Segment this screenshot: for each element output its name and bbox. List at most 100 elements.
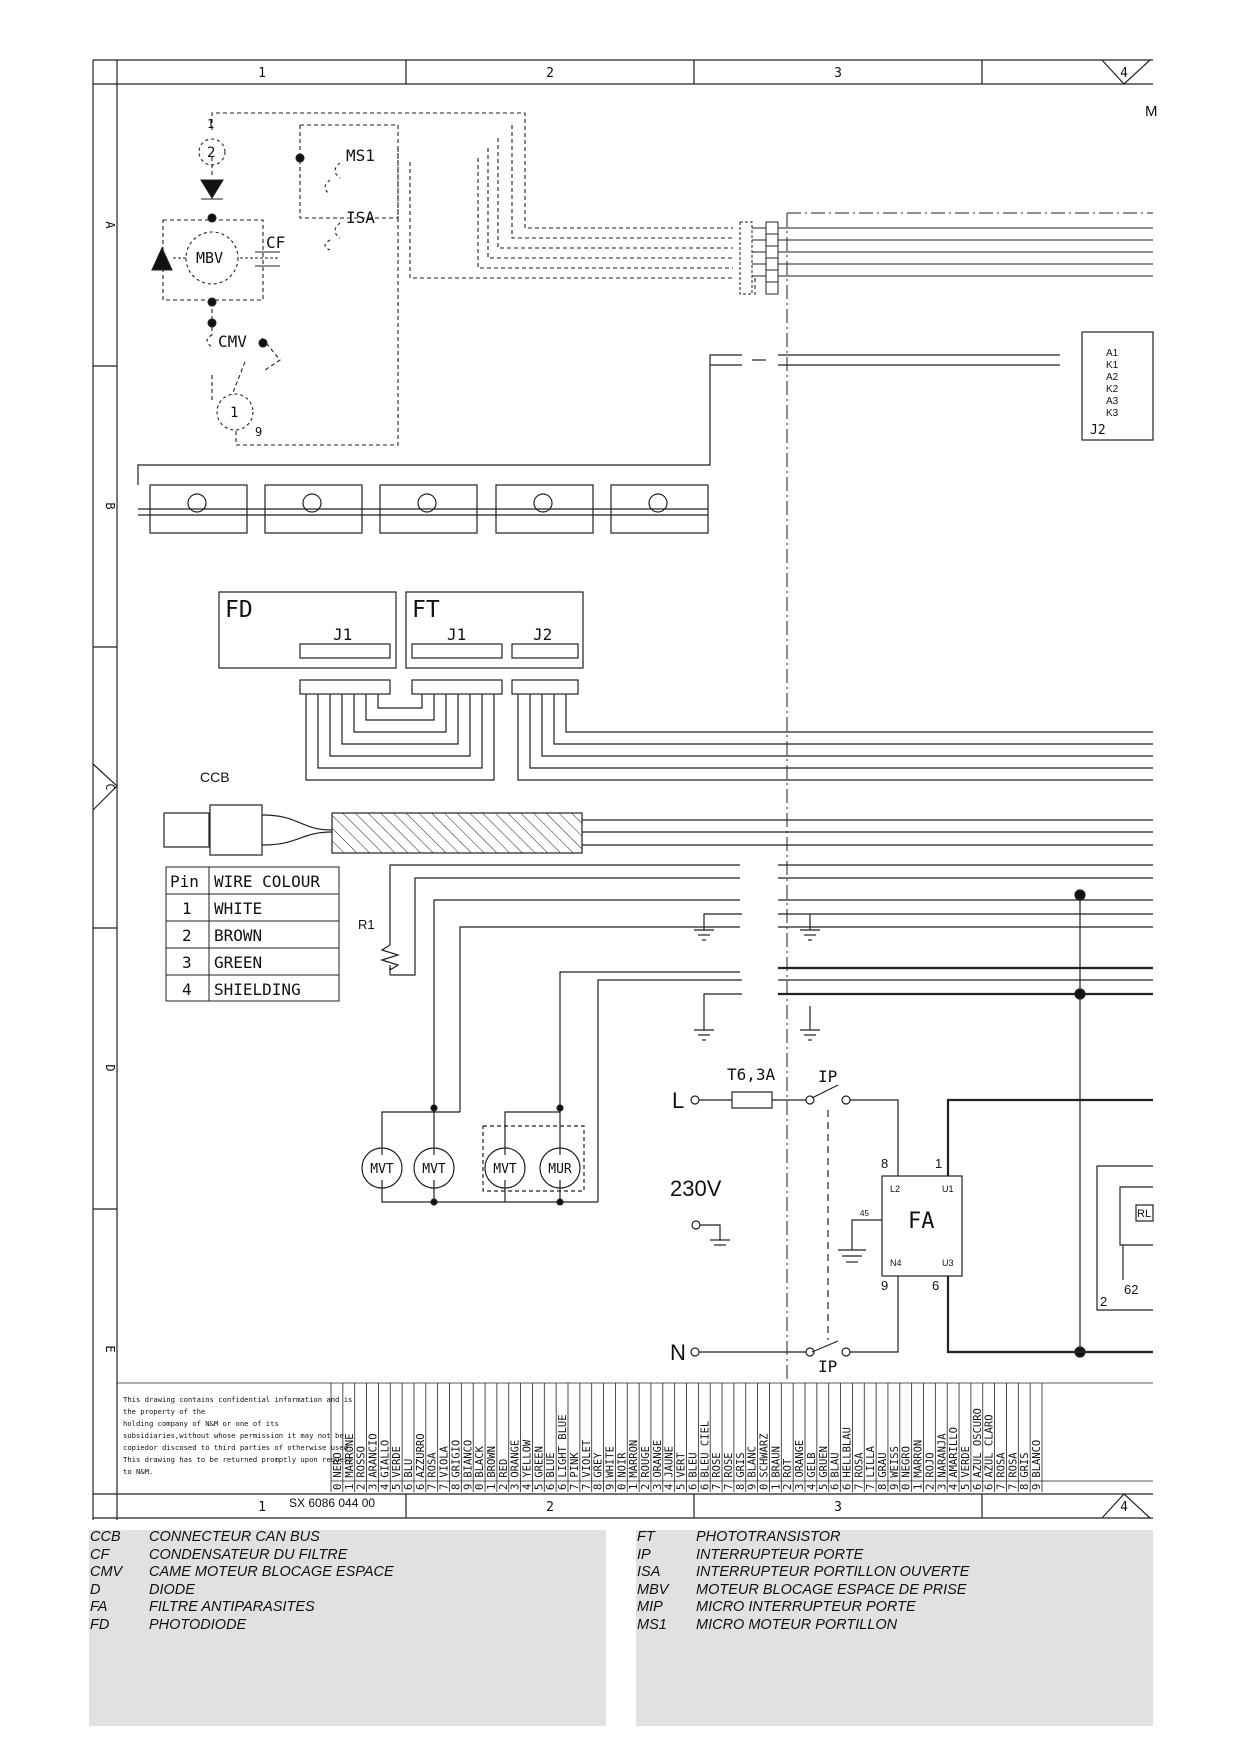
legend-description: MOTEUR BLOCAGE ESPACE DE PRISE	[696, 1581, 967, 1598]
colour-code-number: 6	[557, 1484, 569, 1490]
colour-code-entry: 2ROT	[782, 1458, 794, 1490]
drawing-frame	[92, 59, 1153, 1520]
colour-code-number: 5	[391, 1484, 403, 1490]
legend-description: CONNECTEUR CAN BUS	[149, 1529, 320, 1545]
legend-abbr: CCB	[90, 1529, 121, 1545]
colour-code-name: ORANGE	[652, 1440, 664, 1478]
colour-code-entry: 2ROJO	[924, 1452, 936, 1490]
row-label-b: B	[103, 502, 117, 509]
conn-1b-label: 1	[230, 405, 238, 421]
confidential-note-line-5: copiedor discosed to third parties of ot…	[123, 1443, 352, 1452]
colour-code-number: 1	[486, 1484, 498, 1490]
colour-code-number: 6	[545, 1484, 557, 1490]
ms1-label: MS1	[346, 146, 375, 165]
colour-header: WIRE COLOUR	[214, 872, 320, 891]
colour-code-name: BLAU	[830, 1452, 842, 1477]
colour-code-name: GREY	[593, 1452, 605, 1478]
legend-description: FILTRE ANTIPARASITES	[149, 1599, 315, 1616]
colour-code-number: 3	[794, 1484, 806, 1490]
colour-code-entry: 6HELLBLAU	[841, 1427, 853, 1490]
legend-abbr: ISA	[637, 1564, 661, 1581]
legend-abbr: CMV	[90, 1564, 123, 1581]
colour-code-entry: 1BROWN	[486, 1446, 498, 1490]
colour-code-entry: 8 GRIS	[735, 1452, 747, 1490]
ip-label-top: IP	[818, 1067, 837, 1086]
colour-code-name: ORANGE	[510, 1440, 522, 1478]
colour-code-number: 3	[936, 1484, 948, 1490]
j2-pin-k2: K2	[1106, 384, 1119, 395]
colour-code-entry: 8GRIS	[1019, 1452, 1031, 1490]
colour-code-name: VIOLET	[581, 1439, 593, 1478]
colour-code-entry: 5GRUEN	[818, 1446, 830, 1490]
colour-code-entry: 6AZUL OSCURO	[972, 1408, 984, 1490]
legend-item: CCB CONNECTEUR CAN BUS	[89, 1529, 394, 1547]
legend-abbr: MS1	[637, 1616, 667, 1633]
colour-code-number: 0	[901, 1484, 913, 1490]
legend-description: DIODE	[149, 1581, 195, 1598]
colour-code-entry: 6BLEU CIEL	[699, 1421, 711, 1490]
legend-abbr: FA	[90, 1599, 108, 1616]
j2-pins: A1 K1 A2 K2 A3 K3 J2	[1090, 348, 1119, 438]
colour-code-number: 9	[889, 1484, 901, 1490]
colour-code-number: 9	[747, 1484, 759, 1490]
corner-label: M	[1145, 103, 1158, 120]
colour-code-number: 6	[415, 1484, 427, 1490]
ground-symbols	[694, 929, 820, 1041]
colour-code-entry: 6 BLUE	[545, 1452, 557, 1490]
colour-code-number: 5	[533, 1484, 545, 1490]
door-module-dashed-wiring	[162, 112, 756, 446]
row-label-e: E	[103, 1345, 117, 1352]
colour-code-number: 7	[439, 1484, 451, 1490]
colour-code-entry: 7PINK	[569, 1452, 581, 1490]
fa-pin-1: 1	[935, 1156, 942, 1171]
fd-ft-boards	[218, 591, 1153, 781]
colour-code-table-lines	[117, 1382, 1153, 1492]
colour-code-number: 4	[948, 1484, 960, 1490]
colour-code-name: BLUE	[545, 1452, 557, 1477]
colour-code-entry: 4AMARILLO	[948, 1427, 960, 1490]
legend-description: CAME MOTEUR BLOCAGE ESPACE	[149, 1564, 394, 1581]
column-label-2-bottom: 2	[546, 1500, 554, 1515]
fd-ft-labels: FD FT J1 J1 J2	[225, 597, 552, 644]
colour-code-name: LIGHT BLUE	[557, 1414, 569, 1477]
colour-code-number: 0	[474, 1484, 486, 1490]
column-label-2: 2	[546, 66, 554, 81]
colour-code-name: GRIS	[735, 1452, 747, 1477]
colour-code-number: 8	[735, 1484, 747, 1490]
colour-code-number: 8	[593, 1484, 605, 1490]
colour-code-name: MARRON	[628, 1440, 640, 1478]
colour-code-name: ROJO	[924, 1452, 936, 1477]
pin-2-colour: BROWN	[214, 926, 262, 945]
colour-code-entry: 7LILLA	[865, 1445, 877, 1490]
colour-code-number: 3	[510, 1484, 522, 1490]
colour-code-entry: 6AZZURRO	[415, 1433, 427, 1490]
legend-abbr: FD	[90, 1616, 110, 1633]
colour-code-name: RED	[498, 1459, 510, 1478]
colour-code-name: SCHWARZ	[759, 1433, 771, 1477]
colour-code-entry: 1MARRON	[628, 1440, 640, 1490]
column-label-1-bottom: 1	[258, 1500, 266, 1515]
legend-abbr: MIP	[637, 1599, 663, 1616]
legend-description: INTERRUPTEUR PORTE	[696, 1546, 864, 1563]
cf-label: CF	[266, 233, 285, 252]
colour-code-number: 7	[1007, 1484, 1019, 1490]
colour-code-name: ARANCIO	[367, 1433, 379, 1477]
ft-label: FT	[412, 597, 440, 623]
colour-code-entry: 2ROSSO	[356, 1446, 368, 1490]
ccb-connector	[163, 804, 1153, 856]
pin-3-colour: GREEN	[214, 953, 262, 972]
colour-code-entry: 7ROSA	[996, 1452, 1008, 1490]
ft-board	[405, 591, 584, 669]
colour-code-entry: 3ARANCIO	[367, 1433, 379, 1490]
colour-code-number: 6	[403, 1484, 415, 1490]
colour-code-name: BLEU	[687, 1452, 699, 1477]
colour-code-entry: 6BLAU	[830, 1452, 842, 1490]
j2-pin-a2: A2	[1106, 372, 1119, 383]
colour-code-number: 6	[841, 1484, 853, 1490]
colour-code-number: 7	[996, 1484, 1008, 1490]
colour-code-entry: 7ROSA	[853, 1452, 865, 1490]
colour-code-entry: 5VERDE	[960, 1446, 972, 1490]
